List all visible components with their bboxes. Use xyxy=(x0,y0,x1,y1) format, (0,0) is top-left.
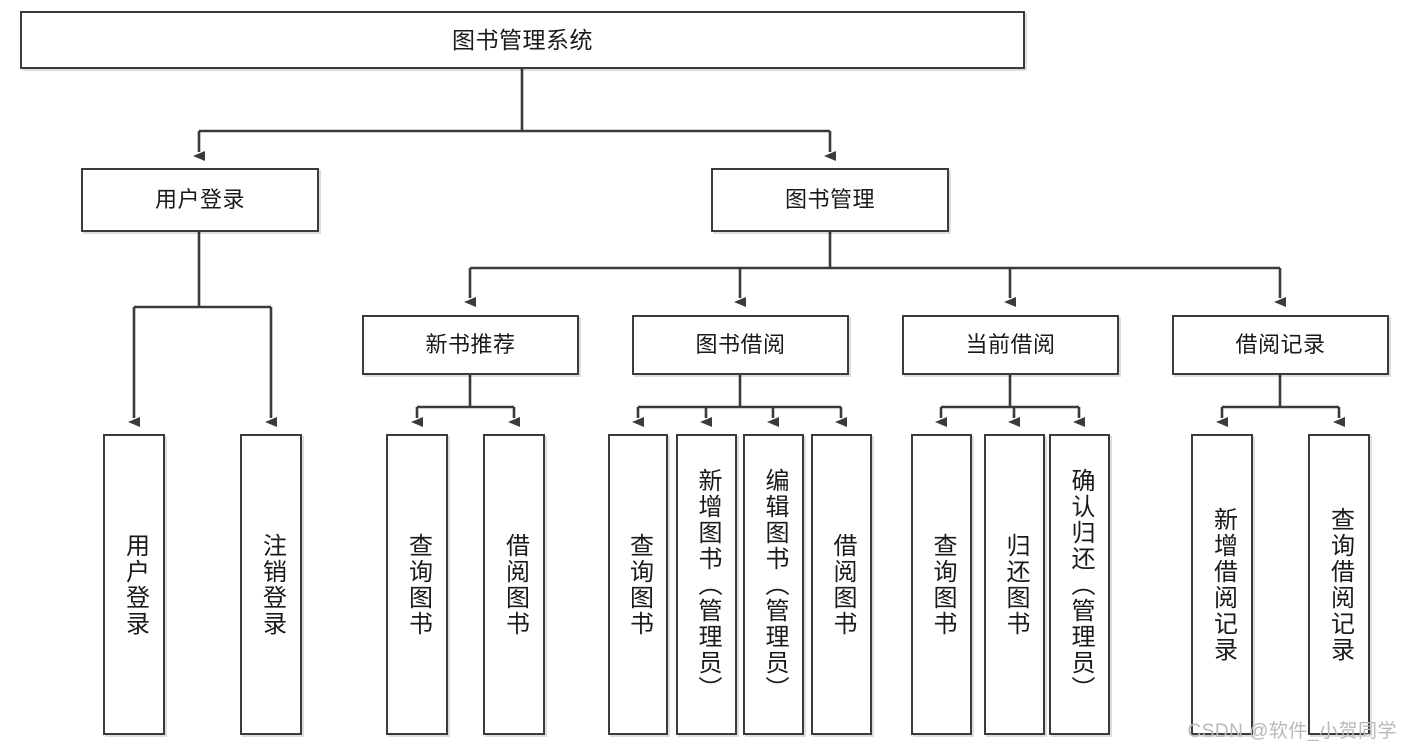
node-user-login[interactable]: 用户登录 xyxy=(81,168,319,232)
node-leaf-logout-login[interactable]: 注销登录 xyxy=(240,434,302,735)
node-leaf-user-login[interactable]: 用户登录 xyxy=(103,434,165,735)
node-leaf-query-book-1-label: 查询图书 xyxy=(404,532,432,637)
node-leaf-query-book-2-label: 查询图书 xyxy=(625,532,653,637)
node-current-borrow[interactable]: 当前借阅 xyxy=(902,315,1119,375)
node-borrow-record-label: 借阅记录 xyxy=(1235,332,1326,358)
node-current-borrow-label: 当前借阅 xyxy=(965,332,1056,358)
node-book-manage-label: 图书管理 xyxy=(784,187,875,213)
watermark: CSDN @软件_小贺同学 xyxy=(1187,721,1397,742)
node-leaf-query-record-label: 查询借阅记录 xyxy=(1326,506,1354,663)
node-leaf-confirm-return-label: 确认归还（管理员） xyxy=(1066,467,1094,702)
node-leaf-return-book-label: 归还图书 xyxy=(1001,532,1029,637)
node-leaf-user-login-label: 用户登录 xyxy=(121,532,149,637)
node-leaf-add-record[interactable]: 新增借阅记录 xyxy=(1191,434,1253,735)
node-leaf-query-book-2[interactable]: 查询图书 xyxy=(608,434,668,735)
node-leaf-borrow-book-1[interactable]: 借阅图书 xyxy=(483,434,545,735)
node-leaf-query-record[interactable]: 查询借阅记录 xyxy=(1308,434,1370,735)
node-leaf-add-record-label: 新增借阅记录 xyxy=(1209,506,1237,663)
node-leaf-logout-login-label: 注销登录 xyxy=(258,532,286,637)
node-book-borrow[interactable]: 图书借阅 xyxy=(632,315,849,375)
node-leaf-borrow-book-1-label: 借阅图书 xyxy=(501,532,529,637)
node-root[interactable]: 图书管理系统 xyxy=(20,11,1025,69)
node-leaf-add-book[interactable]: 新增图书（管理员） xyxy=(676,434,737,735)
node-leaf-borrow-book-2[interactable]: 借阅图书 xyxy=(811,434,872,735)
node-leaf-confirm-return[interactable]: 确认归还（管理员） xyxy=(1049,434,1110,735)
node-leaf-query-book-3[interactable]: 查询图书 xyxy=(911,434,972,735)
node-user-login-label: 用户登录 xyxy=(154,187,245,213)
node-leaf-edit-book-label: 编辑图书（管理员） xyxy=(760,467,788,702)
node-leaf-add-book-label: 新增图书（管理员） xyxy=(693,467,721,702)
node-book-borrow-label: 图书借阅 xyxy=(695,332,786,358)
node-book-manage[interactable]: 图书管理 xyxy=(711,168,949,232)
node-leaf-edit-book[interactable]: 编辑图书（管理员） xyxy=(743,434,804,735)
node-root-label: 图书管理系统 xyxy=(452,26,593,53)
node-leaf-return-book[interactable]: 归还图书 xyxy=(984,434,1045,735)
node-new-book-recommend[interactable]: 新书推荐 xyxy=(362,315,579,375)
node-new-book-recommend-label: 新书推荐 xyxy=(425,332,516,358)
node-leaf-borrow-book-2-label: 借阅图书 xyxy=(828,532,856,637)
node-leaf-query-book-1[interactable]: 查询图书 xyxy=(386,434,448,735)
node-borrow-record[interactable]: 借阅记录 xyxy=(1172,315,1389,375)
node-leaf-query-book-3-label: 查询图书 xyxy=(928,532,956,637)
